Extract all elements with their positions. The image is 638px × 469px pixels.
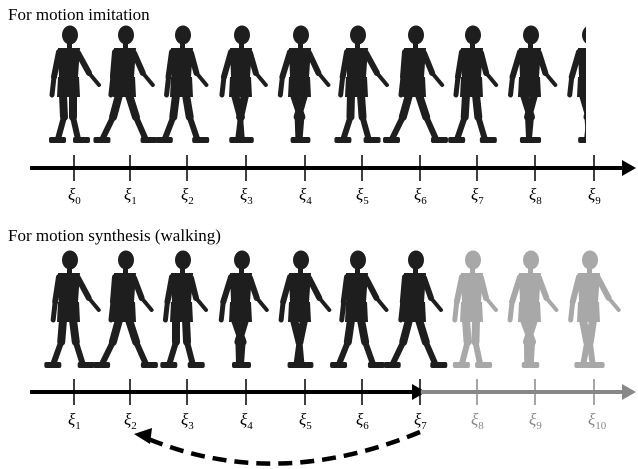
humanoid-walking-figure-icon: [383, 26, 448, 144]
tick-label: ξ3: [181, 410, 194, 432]
tick-label: ξ2: [124, 410, 137, 432]
humanoid-walking-figure-icon: [384, 251, 448, 369]
humanoid-walking-figure-icon: [511, 26, 556, 144]
tick-label: ξ9: [588, 185, 601, 207]
humanoid-walking-figure-icon: [160, 251, 206, 369]
humanoid-walking-figure-icon: [571, 251, 619, 369]
tick-label: ξ8: [529, 185, 542, 207]
tick-label: ξ7: [471, 185, 484, 207]
tick-label: ξ5: [356, 185, 369, 207]
tick-label: ξ2: [181, 185, 194, 207]
tick-label: ξ7: [414, 410, 427, 432]
tick-label: ξ6: [414, 185, 427, 207]
humanoid-walking-figure-icon: [448, 26, 497, 144]
humanoid-walking-figure-icon: [330, 251, 386, 369]
tick-label: ξ1: [124, 185, 137, 207]
humanoid-walking-figure-icon: [221, 251, 267, 369]
panel-imitation: ξ0 ξ1 ξ2 ξ3 ξ4 ξ5 ξ6 ξ7 ξ8 ξ9: [30, 26, 636, 208]
tick-label: ξ6: [356, 410, 369, 432]
tick-label: ξ1: [68, 410, 81, 432]
tick-label: ξ10: [588, 410, 607, 432]
tick-label: ξ5: [299, 410, 312, 432]
tick-label: ξ4: [299, 185, 312, 207]
humanoid-walking-figure-icon: [281, 251, 329, 369]
humanoid-walking-figure-icon: [510, 251, 556, 369]
humanoid-walking-figure-icon: [453, 251, 496, 369]
tick-label: ξ4: [240, 410, 253, 432]
loop-back-arrow: [146, 432, 420, 464]
humanoid-walking-figure-icon: [44, 251, 98, 369]
humanoid-walking-figure-icon: [334, 26, 387, 144]
tick-label: ξ8: [471, 410, 484, 432]
humanoid-walking-figure-icon: [222, 26, 266, 144]
humanoid-walking-figure-icon: [93, 251, 158, 369]
tick-label: ξ0: [68, 185, 81, 207]
humanoid-walking-figure-icon: [93, 26, 157, 144]
tick-label: ξ9: [529, 410, 542, 432]
axis-arrowhead-future: [622, 384, 636, 400]
panel-synthesis: ξ1 ξ2 ξ3 ξ4 ξ5 ξ6 ξ7 ξ8 ξ9 ξ10: [30, 251, 636, 464]
humanoid-walking-figure-icon: [156, 26, 209, 144]
humanoid-walking-figure-icon: [570, 26, 618, 144]
humanoid-walking-figure-icon: [49, 26, 99, 144]
tick-label: ξ3: [240, 185, 253, 207]
humanoid-walking-figure-icon: [280, 26, 328, 144]
axis-arrowhead: [622, 160, 636, 176]
